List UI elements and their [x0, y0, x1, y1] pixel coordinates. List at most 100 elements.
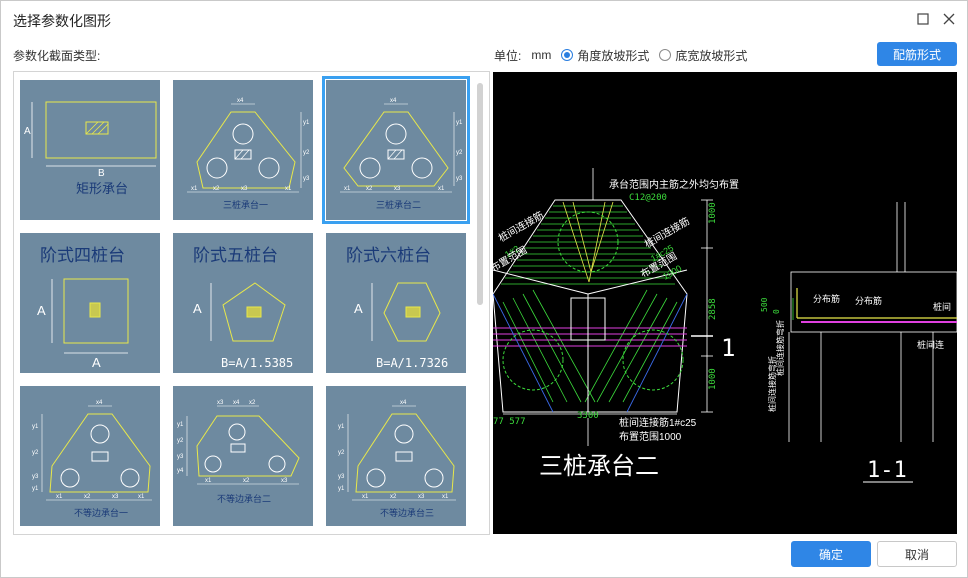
dim-a-label: A [92, 355, 101, 370]
unit-value: mm [531, 48, 552, 62]
svg-text:y2: y2 [177, 438, 184, 444]
svg-text:x1: x1 [138, 494, 145, 500]
svg-text:x2: x2 [243, 478, 250, 484]
slope-angle-radio[interactable]: 角度放坡形式 [561, 47, 649, 64]
svg-text:x1: x1 [191, 186, 198, 192]
svg-text:77 577: 77 577 [493, 417, 526, 427]
svg-text:x1: x1 [205, 478, 212, 484]
rebar-form-button[interactable]: 配筋形式 [877, 42, 957, 66]
card-caption: 三桩承台一 [223, 199, 268, 210]
svg-text:承台范围内主筋之外均匀布置: 承台范围内主筋之外均匀布置 [609, 178, 739, 191]
shape-card-unequal-2[interactable]: x3 x4 x2 y1 y2 y3 y4 x1 x2 x3 不等边承台二 [173, 386, 313, 526]
formula-label: B=A/1.7326 [376, 356, 448, 370]
svg-text:桩间: 桩间 [933, 301, 951, 312]
title-bar: 选择参数化图形 [1, 1, 967, 37]
svg-text:y2: y2 [338, 450, 345, 456]
svg-text:2858: 2858 [708, 298, 718, 320]
svg-text:x3: x3 [281, 478, 288, 484]
three-pile-2-thumbnail: x4 x1 x2 x3 x1 y1 y2 y3 三桩承台二 [340, 98, 463, 210]
svg-text:y4: y4 [177, 468, 184, 474]
svg-text:y1: y1 [303, 120, 310, 126]
unit-row: 单位: mm 角度放坡形式 底宽放坡形式 [494, 46, 747, 64]
shape-card-three-pile-1[interactable]: x4 x1 x2 x3 x1 y1 y2 y3 三桩承台一 [173, 80, 313, 220]
three-pile-1-thumbnail: x4 x1 x2 x3 x1 y1 y2 y3 三桩承台一 [187, 98, 310, 210]
shape-card-unequal-1[interactable]: x4 y1 y2 y3 y1 x1 x2 x3 x1 不等边承台一 [20, 386, 160, 526]
preview-drawing: 1000 2858 1000 3300 77 577 承台范围内主筋之外均匀布置… [493, 168, 957, 483]
svg-text:x1: x1 [56, 494, 63, 500]
unequal-1-thumbnail: x4 y1 y2 y3 y1 x1 x2 x3 x1 不等边承台一 [32, 400, 152, 518]
card-caption: 阶式六桩台 [346, 246, 431, 265]
svg-text:0: 0 [772, 309, 781, 314]
ok-button[interactable]: 确定 [791, 541, 871, 567]
svg-text:y3: y3 [303, 176, 310, 182]
preview-title: 三桩承台二 [539, 453, 659, 480]
shape-card-step-four[interactable]: 阶式四桩台 A A [20, 233, 160, 373]
step-six-thumbnail: 阶式六桩台 A B=A/1.7326 [346, 246, 448, 370]
svg-text:y1: y1 [338, 424, 345, 430]
svg-text:x4: x4 [237, 98, 244, 104]
radio-selected-icon [561, 49, 574, 61]
svg-text:x2: x2 [366, 186, 373, 192]
svg-text:x3: x3 [217, 400, 224, 406]
svg-text:x3: x3 [112, 494, 119, 500]
shape-gallery: A B 矩形承台 x4 x1 x2 x3 x1 y [13, 71, 490, 535]
close-icon[interactable] [940, 10, 958, 28]
cancel-button[interactable]: 取消 [877, 541, 957, 567]
svg-text:桩间连接筋1#c25: 桩间连接筋1#c25 [619, 416, 697, 429]
svg-text:y1: y1 [32, 486, 39, 492]
svg-text:x1: x1 [442, 494, 449, 500]
svg-text:桩间连接筋弯折: 桩间连接筋弯折 [767, 356, 777, 412]
svg-text:C12@200: C12@200 [629, 193, 667, 203]
svg-text:x4: x4 [96, 400, 103, 406]
svg-text:y3: y3 [32, 474, 39, 480]
svg-text:y3: y3 [456, 176, 463, 182]
maximize-icon[interactable] [914, 10, 932, 28]
svg-text:分布筋: 分布筋 [855, 295, 882, 306]
dim-a-label: A [193, 301, 202, 316]
card-caption: 三桩承台二 [376, 199, 421, 210]
svg-text:x1: x1 [362, 494, 369, 500]
card-caption: 不等边承台二 [217, 493, 271, 504]
svg-text:y1: y1 [456, 120, 463, 126]
svg-text:x3: x3 [418, 494, 425, 500]
slope-width-label: 底宽放坡形式 [675, 48, 748, 63]
slope-width-radio[interactable]: 底宽放坡形式 [659, 47, 747, 64]
svg-text:x1: x1 [438, 186, 445, 192]
svg-text:y3: y3 [177, 454, 184, 460]
svg-text:x4: x4 [233, 400, 240, 406]
formula-label: B=A/1.5385 [221, 356, 293, 370]
rect-cap-thumbnail: A B 矩形承台 [24, 101, 157, 196]
unit-label: 单位: [494, 48, 522, 63]
card-caption: 不等边承台三 [380, 507, 434, 518]
svg-text:x2: x2 [213, 186, 220, 192]
card-caption: 矩形承台 [76, 181, 128, 196]
svg-text:1000: 1000 [708, 368, 718, 390]
shape-card-unequal-3[interactable]: x4 y1 y2 y3 y1 x1 x2 x3 x1 不等边承台三 [326, 386, 466, 526]
section-title: 1-1 [867, 458, 907, 483]
dialog-title: 选择参数化图形 [13, 13, 111, 29]
gallery-scrollbar-thumb[interactable] [477, 83, 483, 305]
svg-text:y2: y2 [32, 450, 39, 456]
step-four-thumbnail: 阶式四桩台 A A [37, 246, 129, 370]
radio-unselected-icon [659, 49, 672, 61]
svg-text:分布筋: 分布筋 [813, 293, 840, 304]
shape-card-step-five[interactable]: 阶式五桩台 A B=A/1.5385 [173, 233, 313, 373]
dim-b-label: B [98, 168, 105, 179]
step-five-thumbnail: 阶式五桩台 A B=A/1.5385 [193, 246, 293, 370]
svg-text:y3: y3 [338, 474, 345, 480]
svg-text:x3: x3 [241, 186, 248, 192]
shape-card-step-six[interactable]: 阶式六桩台 A B=A/1.7326 [326, 233, 466, 373]
unequal-2-thumbnail: x3 x4 x2 y1 y2 y3 y4 x1 x2 x3 不等边承台二 [177, 400, 300, 504]
svg-text:1: 1 [721, 334, 735, 362]
shape-preview-canvas: 1000 2858 1000 3300 77 577 承台范围内主筋之外均匀布置… [493, 72, 957, 534]
svg-text:y2: y2 [456, 150, 463, 156]
svg-text:桩间连接筋: 桩间连接筋 [496, 208, 546, 244]
card-caption: 阶式四桩台 [40, 246, 125, 265]
svg-text:y1: y1 [32, 424, 39, 430]
svg-text:x4: x4 [400, 400, 407, 406]
shape-card-rect[interactable]: A B 矩形承台 [20, 80, 160, 220]
shape-card-three-pile-2[interactable]: x4 x1 x2 x3 x1 y1 y2 y3 三桩承台二 [322, 76, 470, 224]
svg-text:y1: y1 [177, 422, 184, 428]
svg-text:y2: y2 [303, 150, 310, 156]
